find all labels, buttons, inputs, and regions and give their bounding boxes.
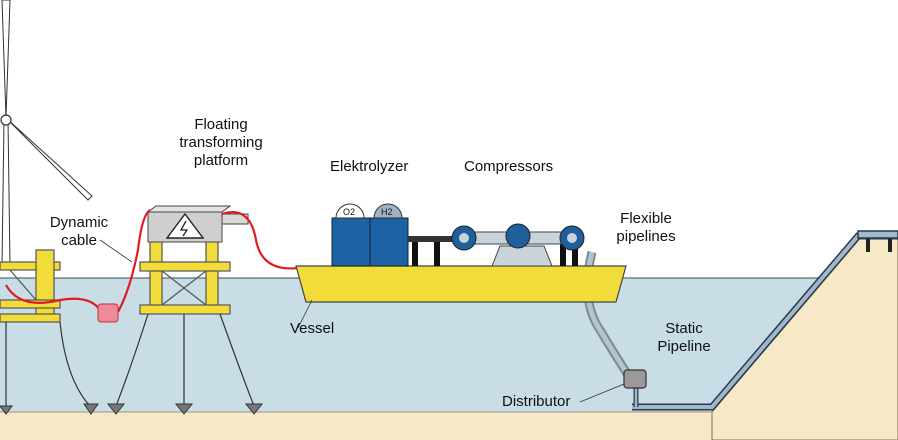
label-elektrolyzer: Elektrolyzer bbox=[330, 158, 409, 175]
label-distributor: Distributor bbox=[502, 393, 571, 410]
shore-pier bbox=[866, 238, 892, 252]
deck-support bbox=[412, 242, 418, 266]
label-flexible-pipelines: Flexible pipelines bbox=[616, 210, 676, 245]
cable-connector bbox=[97, 303, 119, 323]
label-static-pipeline: Static Pipeline bbox=[657, 320, 711, 355]
label-h2: H2 bbox=[381, 207, 393, 217]
label-compressors: Compressors bbox=[464, 158, 554, 175]
compressor-icon bbox=[451, 223, 585, 267]
high-voltage-icon bbox=[165, 212, 205, 239]
turbine-anchor-lines bbox=[5, 321, 91, 408]
platform-anchor-lines bbox=[115, 313, 255, 407]
wind-turbine-icon bbox=[0, 0, 93, 266]
dynamic-cable bbox=[5, 284, 101, 311]
distributor-box-icon bbox=[623, 369, 647, 389]
anchor-icon bbox=[0, 405, 13, 415]
label-platform: Floating transforming platform bbox=[179, 116, 263, 169]
anchor-icon bbox=[244, 403, 264, 415]
label-dynamic-cable: Dynamic cable bbox=[49, 214, 109, 249]
anchor-icon bbox=[83, 403, 99, 415]
label-o2: O2 bbox=[343, 207, 356, 217]
anchor-icon bbox=[106, 403, 126, 415]
vessel-hull bbox=[295, 265, 627, 303]
label-vessel: Vessel bbox=[290, 320, 335, 337]
anchor-icon bbox=[174, 403, 194, 415]
